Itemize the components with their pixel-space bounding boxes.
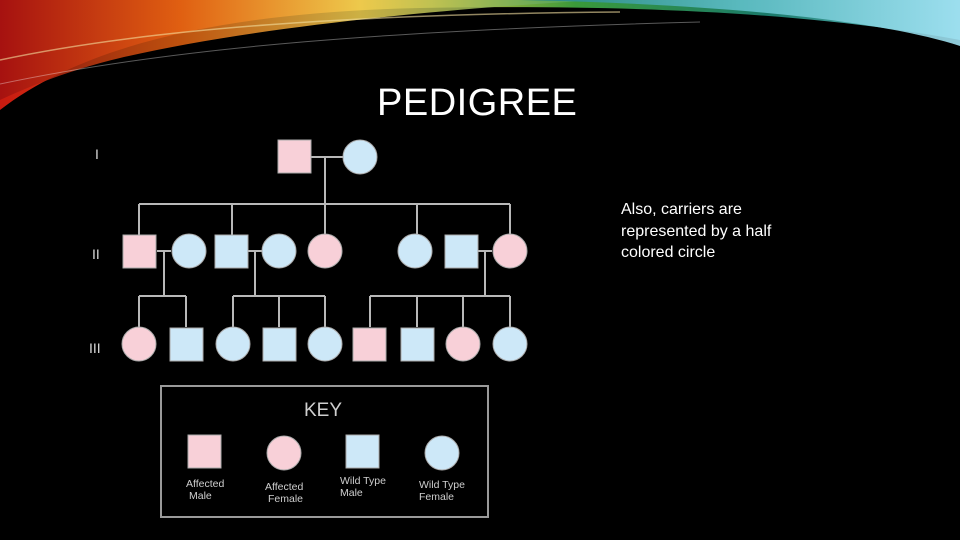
generation-label-1: I — [95, 146, 99, 162]
gen1-affected-male — [277, 139, 312, 174]
generation-label-3: III — [89, 340, 101, 356]
key-box: KEY Affected Male Affected Female Wild T… — [160, 385, 489, 518]
gen2-wild-type-female — [397, 233, 433, 269]
gen2-affected-female — [492, 233, 528, 269]
gen1-wild-type-female — [342, 139, 378, 175]
gen3-wild-type-female — [307, 326, 343, 362]
key-wild-type-female-symbol — [424, 435, 460, 471]
key-affected-male-label-line1: Affected — [186, 478, 224, 490]
key-affected-female-symbol — [266, 435, 302, 471]
gen3-affected-female — [445, 326, 481, 362]
gen3-wild-type-female — [215, 326, 251, 362]
key-affected-female-label-line1: Affected — [265, 481, 303, 493]
gen2-affected-female — [307, 233, 343, 269]
key-title: KEY — [304, 400, 342, 421]
gen3-affected-female — [121, 326, 157, 362]
key-wild-type-female-label-line1: Wild Type — [419, 479, 465, 491]
gen2-affected-male — [122, 234, 157, 269]
gen3-affected-male — [352, 327, 387, 362]
gen3-wild-type-male — [169, 327, 204, 362]
key-wild-type-male-symbol — [345, 434, 380, 469]
gen2-wild-type-female — [261, 233, 297, 269]
pedigree-lines — [138, 156, 511, 327]
gen2-wild-type-male — [444, 234, 479, 269]
gen3-wild-type-female — [492, 326, 528, 362]
generation-label-2: II — [92, 246, 100, 262]
key-affected-male-symbol — [187, 434, 222, 469]
key-affected-female-label-line2: Female — [268, 493, 303, 505]
slide-title: PEDIGREE — [377, 82, 578, 124]
key-affected-male-label-line2: Male — [189, 490, 212, 502]
key-wild-type-male-label-line1: Wild Type — [340, 475, 386, 487]
carrier-note: Also, carriers are represented by a half… — [621, 201, 772, 261]
gen3-wild-type-male — [262, 327, 297, 362]
key-wild-type-female-label-line2: Female — [419, 491, 454, 503]
gen2-wild-type-female — [171, 233, 207, 269]
decorative-banner — [0, 0, 960, 110]
gen3-wild-type-male — [400, 327, 435, 362]
key-wild-type-male-label-line2: Male — [340, 487, 363, 499]
gen2-wild-type-male — [214, 234, 249, 269]
